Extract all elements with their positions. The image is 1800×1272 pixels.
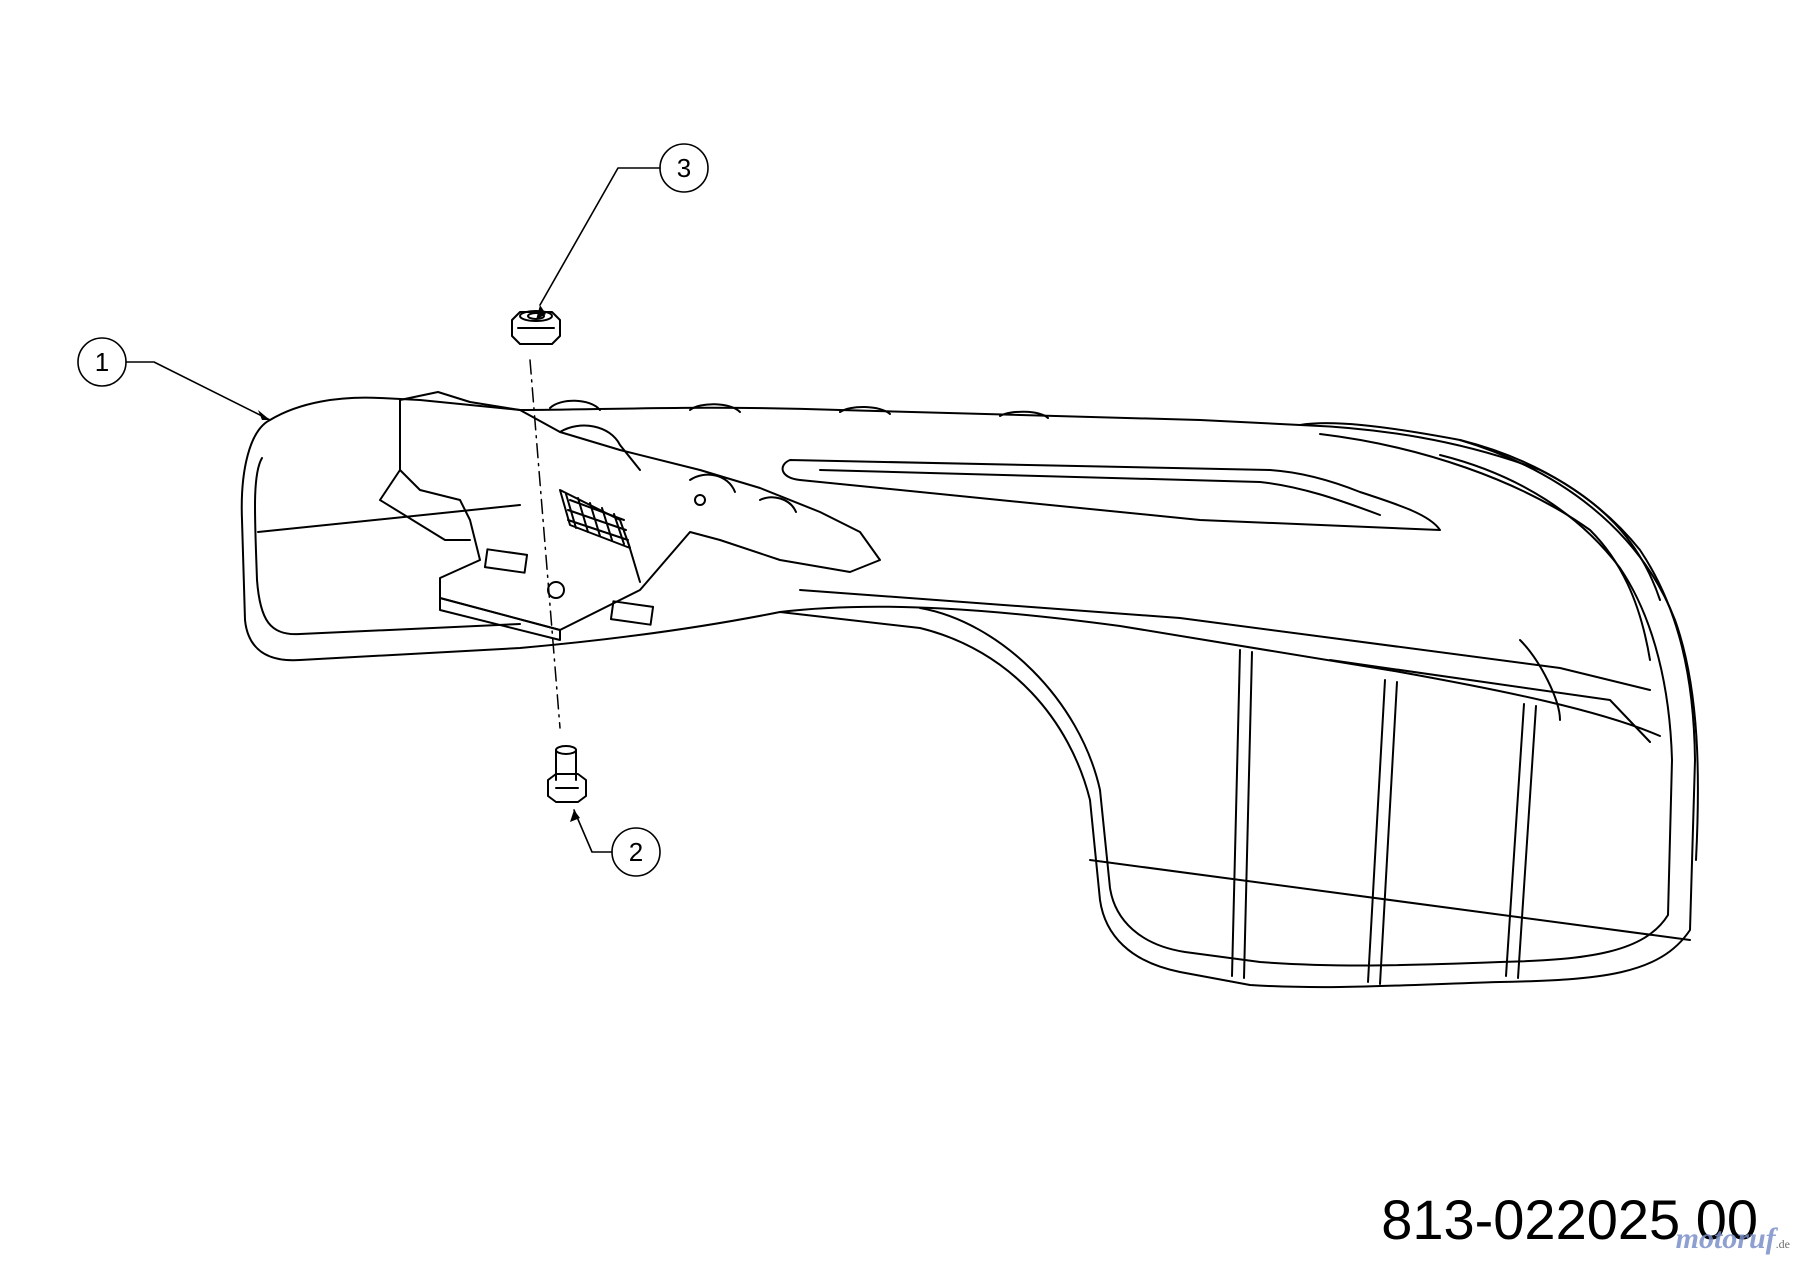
drawing-number: 813-022025 00 xyxy=(1381,1188,1758,1251)
leader-arrow-1 xyxy=(258,410,270,420)
watermark-brand: motoruf xyxy=(1675,1222,1776,1255)
callout-3 xyxy=(659,143,709,193)
fastener-axis-line xyxy=(529,359,561,729)
callout-2-label: 2 xyxy=(629,837,643,867)
deflector-housing xyxy=(240,396,1699,989)
flange-nut xyxy=(511,310,561,345)
watermark-logo: motoruf.de xyxy=(1676,1224,1790,1254)
leader-lines xyxy=(125,167,661,853)
torsion-spring xyxy=(559,489,641,583)
hex-bolt xyxy=(547,745,587,803)
callout-1-label: 1 xyxy=(95,347,109,377)
callout-2 xyxy=(611,827,661,877)
callout-1 xyxy=(77,337,127,387)
callout-3-label: 3 xyxy=(677,153,691,183)
watermark-tld: .de xyxy=(1775,1237,1790,1251)
leader-arrow-2 xyxy=(570,810,580,822)
mounting-bracket xyxy=(379,391,881,641)
leader-arrow-3 xyxy=(536,305,546,320)
